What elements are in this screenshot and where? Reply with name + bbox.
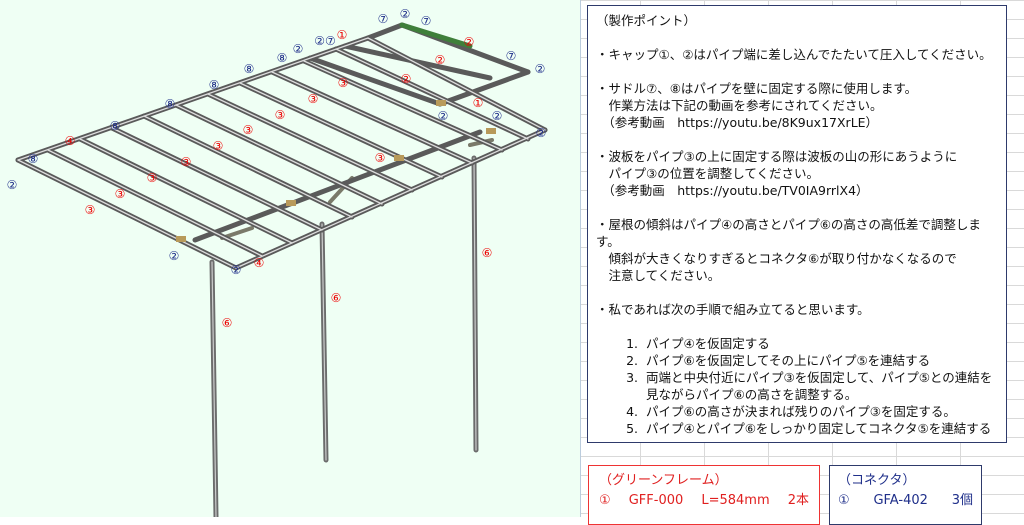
- label-pipe-3: ③: [114, 187, 126, 201]
- step-item: パイプ⑥の高さが決まれば残りのパイプ③を固定する。: [642, 403, 998, 420]
- label-cap-2: ②: [534, 62, 546, 76]
- label-cap-2: ②: [168, 249, 180, 263]
- label-saddle-8: ⑧: [164, 97, 176, 111]
- label-cap-2: ②: [437, 109, 449, 123]
- step-item: パイプ④とパイプ⑥をしっかり固定してコネクタ⑤を連結する: [642, 420, 998, 437]
- note-corrugated-2: パイプ③の位置を調整してください。: [596, 166, 819, 181]
- label-pipe-3: ③: [274, 108, 286, 122]
- item-quantity: 2本: [787, 493, 809, 508]
- label-cap-2: ②: [399, 7, 411, 21]
- green-frame-title: （グリーンフレーム）: [599, 473, 728, 488]
- label-cap-2: ②: [230, 263, 242, 277]
- label-pipe-3: ③: [242, 123, 254, 137]
- step-item: 両端と中央付近にパイプ③を仮固定して、パイプ⑤との連結を 見ながらパイプ⑥の高さ…: [642, 369, 998, 403]
- label-pipe-3: ③: [84, 203, 96, 217]
- label-pipe-3: ③: [337, 76, 349, 90]
- step-item: パイプ⑥を仮固定してその上にパイプ⑤を連結する: [642, 352, 998, 369]
- note-saddle-video: （参考動画 https://youtu.be/8K9ux17XrLE）: [596, 115, 879, 130]
- cross-pipes: [45, 46, 531, 259]
- frame-svg: [15, 22, 548, 517]
- notes-title: （製作ポイント）: [596, 13, 697, 28]
- label-saddle-7: ⑦: [505, 49, 517, 63]
- note-slope-2: 傾斜が大きくなりすぎるとコネクタ⑥が取り付かなくなるので: [596, 251, 957, 266]
- note-corrugated: ・波板をパイプ③の上に固定する際は波板の山の形にあうように: [596, 149, 958, 164]
- label-saddle-7: ⑦: [377, 12, 389, 26]
- label-cap-2: ②: [6, 178, 18, 192]
- label-saddle-8: ⑧: [109, 119, 121, 133]
- label-saddle-8: ⑧: [27, 152, 39, 166]
- label-cap-saddle: ②⑦: [314, 34, 336, 48]
- label-saddle-7: ⑦: [420, 14, 432, 28]
- label-pipe-3: ③: [307, 92, 319, 106]
- label-cap-2: ②: [491, 109, 503, 123]
- green-frame-item: ① GFF-000 L=584mm 2本: [599, 491, 809, 511]
- label-pipe-3: ③: [212, 139, 224, 153]
- label-cap-1: ①: [472, 96, 484, 110]
- label-cap-2: ②: [434, 53, 446, 67]
- item-quantity: 3個: [951, 493, 973, 508]
- note-slope: ・屋根の傾斜はパイプ④の高さとパイプ⑥の高さの高低差で調整します。: [596, 217, 981, 249]
- note-saddle-2: 作業方法は下記の動画を参考にされてください。: [596, 98, 883, 113]
- label-saddle-8: ⑧: [276, 51, 288, 65]
- label-pipe-3: ③: [374, 151, 386, 165]
- green-pipe: [399, 22, 473, 49]
- item-code: GFF-000: [628, 493, 684, 508]
- label-cap-2: ②: [400, 72, 412, 86]
- production-notes: （製作ポイント） ・キャップ①、②はパイプ端に差し込んでたたいて圧入してください…: [587, 5, 1007, 443]
- connector-box: （コネクタ） ① GFA-402 3個: [829, 465, 982, 525]
- label-pipe-6: ⑥: [221, 316, 233, 330]
- label-pipe-6: ⑥: [330, 291, 342, 305]
- note-slope-3: 注意してください。: [596, 268, 721, 283]
- label-cap-2: ②: [292, 42, 304, 56]
- label-cap-2: ②: [535, 126, 547, 140]
- step-item: パイプ④を仮固定する: [642, 335, 998, 352]
- note-procedure: ・私であれば次の手順で組み立てると思います。: [596, 302, 870, 317]
- label-cap-2: ②: [463, 35, 475, 49]
- assembly-steps: パイプ④を仮固定する パイプ⑥を仮固定してその上にパイプ⑤を連結する 両端と中央…: [596, 335, 998, 437]
- label-pipe-4: ④: [64, 134, 76, 148]
- note-saddle: ・サドル⑦、⑧はパイプを壁に固定する際に使用します。: [596, 81, 918, 96]
- pipe-frame-drawing: ① ① ② ② ② ③ ③ ③ ③ ③ ③ ③ ③ ③ ③ ④ ④ ⑤ ⑥ ⑥ …: [0, 0, 581, 517]
- item-code: GFA-402: [873, 493, 928, 508]
- label-saddle-8: ⑧: [243, 62, 255, 76]
- connectors: [176, 100, 496, 242]
- label-saddle-8: ⑧: [208, 78, 220, 92]
- label-pipe-3: ③: [146, 171, 158, 185]
- item-number: ①: [838, 493, 850, 508]
- label-pipe-4: ④: [253, 256, 265, 270]
- label-pipe-6: ⑥: [481, 246, 493, 260]
- note-caps: ・キャップ①、②はパイプ端に差し込んでたたいて圧入してください。: [596, 47, 992, 62]
- connector-title: （コネクタ）: [838, 473, 916, 488]
- connector-item: ① GFA-402 3個: [838, 491, 973, 511]
- item-length: L=584mm: [701, 493, 770, 508]
- mid-rail: [192, 129, 483, 243]
- item-number: ①: [599, 493, 611, 508]
- label-pipe-3: ③: [180, 155, 192, 169]
- label-cap-1: ①: [336, 28, 348, 42]
- note-corrugated-video: （参考動画 https://youtu.be/TV0IA9rrlX4）: [596, 183, 869, 198]
- green-frame-box: （グリーンフレーム） ① GFF-000 L=584mm 2本: [588, 465, 820, 525]
